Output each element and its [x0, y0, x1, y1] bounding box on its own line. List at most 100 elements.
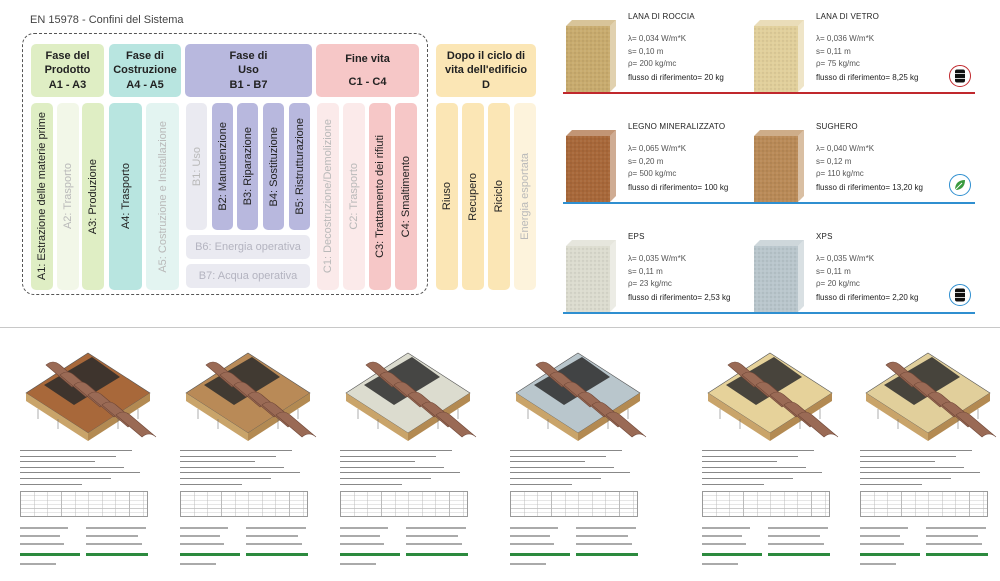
material-name: LANA DI VETRO [816, 12, 880, 21]
module-label: C2: Trasporto [348, 163, 360, 230]
module-label: Recupero [467, 172, 479, 221]
material-reference-flow: flusso di riferimento= 8,25 kg [816, 73, 919, 82]
module-d-exported-energy: Energia esportata [514, 103, 536, 290]
material-property: s= 0,11 m [816, 266, 851, 276]
module-a3: A3: Produzione [82, 103, 104, 290]
phase-end-of-life: Fine vita C1 - C4 [316, 44, 419, 97]
phase-label: Dopo il ciclo di [446, 50, 526, 63]
roof-section-drawing [515, 352, 647, 441]
material-property: ρ= 110 kg/mc [816, 169, 864, 178]
material-property: s= 0,12 m [816, 156, 852, 166]
verification-summary [702, 523, 832, 573]
phase-code: B1 - B7 [229, 78, 268, 91]
module-a4: A4: Trasporto [109, 103, 142, 290]
material-property: ρ= 20 kg/mc [816, 279, 860, 288]
roof-layer-legend [702, 448, 832, 488]
roof-layer-legend [180, 448, 310, 488]
phase-label: vita dell'edificio [444, 64, 528, 77]
module-label: Riuso [441, 182, 453, 211]
oil-barrel-icon [949, 65, 971, 87]
module-b4: B4: Sostituzione [263, 103, 284, 230]
module-label: C1: Decostruzione/Demolizione [322, 119, 334, 274]
module-label: C4: Smaltimento [400, 155, 412, 238]
material-property: s= 0,10 m [628, 46, 664, 56]
module-label: Riciclo [493, 180, 505, 213]
material-swatch [566, 20, 616, 92]
module-c1: C1: Decostruzione/Demolizione [317, 103, 339, 290]
roof-section-drawing [345, 352, 477, 441]
roof-section-drawing [865, 352, 997, 441]
verification-summary [180, 523, 310, 573]
roof-section-card [178, 345, 318, 577]
phase-use: Fase di Uso B1 - B7 [185, 44, 312, 97]
thermal-data-table [860, 491, 988, 517]
phase-label: Uso [238, 64, 259, 77]
material-property: λ= 0,040 W/m*K [816, 144, 875, 153]
roof-section-card [508, 345, 648, 577]
material-name: XPS [816, 232, 833, 241]
material-property: λ= 0,065 W/m*K [628, 144, 687, 153]
roof-layer-legend [340, 448, 470, 488]
material-properties: λ= 0,035 W/m*K s= 0,11 m ρ= 23 kg/mc [628, 253, 686, 291]
module-a5: A5: Costruzione e Installazione [146, 103, 179, 290]
section-divider [0, 327, 1000, 328]
oil-barrel-icon [949, 284, 971, 306]
roof-layer-legend [860, 448, 990, 488]
verification-summary [510, 523, 640, 573]
verification-summary [340, 523, 470, 573]
roof-section-card [18, 345, 158, 577]
material-property: ρ= 75 kg/mc [816, 59, 860, 68]
thermal-data-table [180, 491, 308, 517]
material-properties: λ= 0,065 W/m*K s= 0,20 m ρ= 500 kg/mc [628, 143, 686, 181]
thermal-data-table [20, 491, 148, 517]
roof-layer-legend [510, 448, 640, 488]
roof-section-drawing [25, 352, 157, 441]
verification-summary [20, 523, 150, 573]
roof-section-card [858, 345, 998, 577]
module-a2: A2: Trasporto [57, 103, 79, 290]
separator-row-3 [563, 312, 975, 314]
material-property: s= 0,20 m [628, 156, 664, 166]
separator-row-2 [563, 202, 975, 204]
material-property: ρ= 500 kg/mc [628, 169, 677, 178]
material-swatch [566, 240, 616, 312]
phase-label: Prodotto [44, 64, 91, 77]
material-name: EPS [628, 232, 645, 241]
module-label: A5: Costruzione e Installazione [156, 120, 169, 273]
material-reference-flow: flusso di riferimento= 20 kg [628, 73, 724, 82]
module-a1: A1: Estrazione delle materie prime [31, 103, 53, 290]
material-reference-flow: flusso di riferimento= 100 kg [628, 183, 729, 192]
module-label: B2: Manutenzione [216, 122, 229, 211]
module-b2: B2: Manutenzione [212, 103, 233, 230]
module-label: A1: Estrazione delle materie prime [36, 112, 48, 281]
module-label: A4: Trasporto [119, 163, 132, 230]
material-property: λ= 0,035 W/m*K [628, 254, 687, 263]
material-properties: λ= 0,035 W/m*K s= 0,11 m ρ= 20 kg/mc [816, 253, 874, 291]
material-property: s= 0,11 m [628, 266, 663, 276]
module-b5: B5: Ristrutturazione [289, 103, 310, 230]
phase-label: Fase di [126, 50, 164, 63]
module-d-recycling: Riciclo [488, 103, 510, 290]
material-name: LANA DI ROCCIA [628, 12, 695, 21]
diagram-title: EN 15978 - Confini del Sistema [30, 14, 184, 26]
phase-label: Costruzione [113, 64, 177, 77]
module-b3: B3: Riparazione [237, 103, 258, 230]
material-property: ρ= 23 kg/mc [628, 279, 672, 288]
material-swatch [754, 20, 804, 92]
phase-product: Fase del Prodotto A1 - A3 [31, 44, 104, 97]
roof-section-card [700, 345, 840, 577]
separator-row-1 [563, 92, 975, 94]
module-b7: B7: Acqua operativa [186, 264, 310, 288]
phase-code: D [482, 78, 490, 91]
material-properties: λ= 0,040 W/m*K s= 0,12 m ρ= 110 kg/mc [816, 143, 874, 181]
thermal-data-table [702, 491, 830, 517]
material-swatch [754, 130, 804, 202]
material-property: λ= 0,035 W/m*K [816, 254, 875, 263]
module-c3: C3: Trattamento dei rifiuti [369, 103, 391, 290]
system-boundary-frame [22, 33, 428, 295]
module-b6: B6: Energia operativa [186, 235, 310, 259]
module-c4: C4: Smaltimento [395, 103, 417, 290]
material-name: SUGHERO [816, 122, 858, 131]
module-d-reuse: Riuso [436, 103, 458, 290]
